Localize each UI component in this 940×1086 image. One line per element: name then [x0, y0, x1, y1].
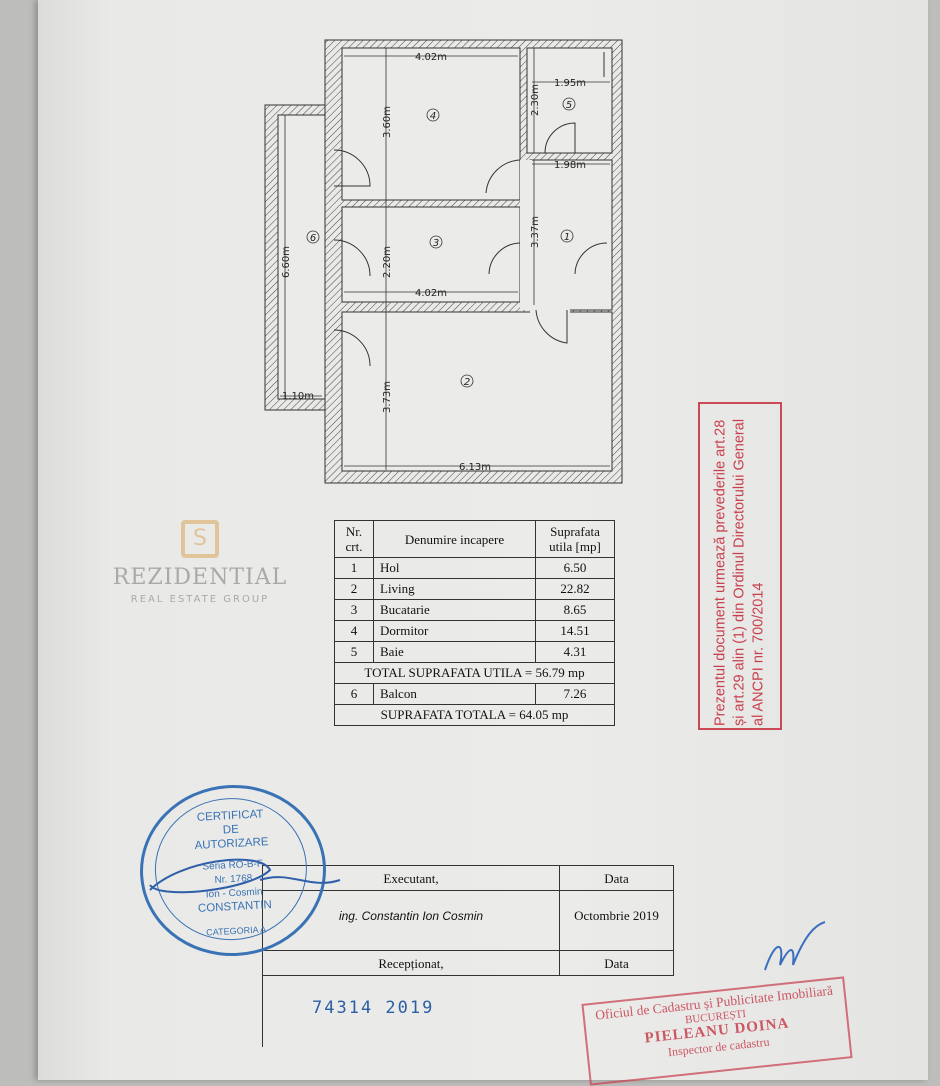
row-name: Balcon: [373, 683, 536, 705]
room-number-markers: [306, 97, 576, 388]
dim-balcony-length: 6.60m: [281, 246, 292, 278]
row-area: 22.82: [535, 578, 615, 600]
row-nr: 4: [334, 620, 374, 642]
room-4: [341, 47, 521, 201]
dim-room5-height: 2.30m: [530, 84, 541, 116]
dimension-lines: [280, 48, 610, 470]
row-area: 8.65: [535, 599, 615, 621]
dim-room4-width: 4.02m: [415, 52, 447, 63]
legal-note-text: Prezentul document urmează prevederile a…: [712, 418, 767, 726]
row-name: Hol: [373, 557, 536, 579]
dim-room4-height: 3.60m: [382, 106, 393, 138]
row-name: Dormitor: [373, 620, 536, 642]
registration-number: 74314 2019: [312, 998, 435, 1018]
row-area: 4.31: [535, 641, 615, 663]
room-number-3: 3: [433, 238, 439, 249]
header-nr: Nr. crt.: [334, 520, 374, 558]
dimension-labels: 4.02m 3.60m 1.95m 2.30m 1.98m 3.37m 2.20…: [281, 52, 586, 473]
data-label: Data: [559, 950, 674, 975]
room-number-6: 6: [310, 233, 316, 244]
dim-room3-width: 4.02m: [415, 288, 447, 299]
table-header: Nr. crt. Denumire incapere Suprafata uti…: [334, 520, 615, 558]
row-nr: 6: [334, 683, 374, 705]
balcony-interior: [277, 114, 329, 400]
room-number-1: 1: [564, 232, 570, 243]
dim-room2-width: 6.13m: [459, 462, 491, 473]
row-area: 14.51: [535, 620, 615, 642]
legal-note-stamp: Prezentul document urmează prevederile a…: [698, 402, 782, 730]
signature-table: Executant, Data ing. Constantin Ion Cosm…: [262, 865, 674, 1047]
total-utila-row: TOTAL SUPRAFATA UTILA = 56.79 mp: [334, 662, 615, 684]
dim-balcony-width: 1.10m: [282, 391, 314, 402]
dim-room2-height: 3.73m: [382, 381, 393, 413]
dim-room5-width: 1.95m: [554, 78, 586, 89]
receptionat-label: Recepționat,: [263, 950, 559, 975]
row-name: Bucatarie: [373, 599, 536, 621]
row-nr: 3: [334, 599, 374, 621]
row-name: Living: [373, 578, 536, 600]
row-nr: 1: [334, 557, 374, 579]
row-area: 7.26: [535, 683, 615, 705]
floor-plan: 4.02m 3.60m 1.95m 2.30m 1.98m 3.37m 2.20…: [264, 39, 623, 484]
reception-area: [263, 975, 674, 1047]
doors: [333, 52, 608, 367]
room-number-4: 4: [430, 111, 436, 122]
room-3: [341, 206, 521, 303]
area-table: Nr. crt. Denumire incapere Suprafata uti…: [334, 520, 615, 726]
room-1: [529, 159, 613, 311]
dim-room3-height: 2.20m: [382, 246, 393, 278]
room-number-2: 2: [464, 377, 470, 388]
row-nr: 2: [334, 578, 374, 600]
inspector-signature: [764, 921, 826, 971]
row-name: Baie: [373, 641, 536, 663]
row-nr: 5: [334, 641, 374, 663]
executant-label: Executant,: [263, 865, 559, 890]
executant-signature: [149, 858, 341, 894]
header-area: Suprafata utila [mp]: [535, 520, 615, 558]
room-number-5: 5: [566, 100, 572, 111]
dim-hall-width: 1.98m: [554, 160, 586, 171]
dim-hall-height: 3.37m: [530, 216, 541, 248]
executant-name: ing. Constantin Ion Cosmin: [263, 890, 559, 950]
header-name: Denumire incapere: [373, 520, 536, 558]
executant-date: Octombrie 2019: [559, 890, 674, 950]
total-row: SUPRAFATA TOTALA = 64.05 mp: [334, 704, 615, 726]
data-label: Data: [559, 865, 674, 890]
total-area: SUPRAFATA TOTALA = 64.05 mp: [334, 704, 615, 726]
room-5: [526, 47, 613, 154]
total-utila: TOTAL SUPRAFATA UTILA = 56.79 mp: [334, 662, 615, 684]
row-area: 6.50: [535, 557, 615, 579]
